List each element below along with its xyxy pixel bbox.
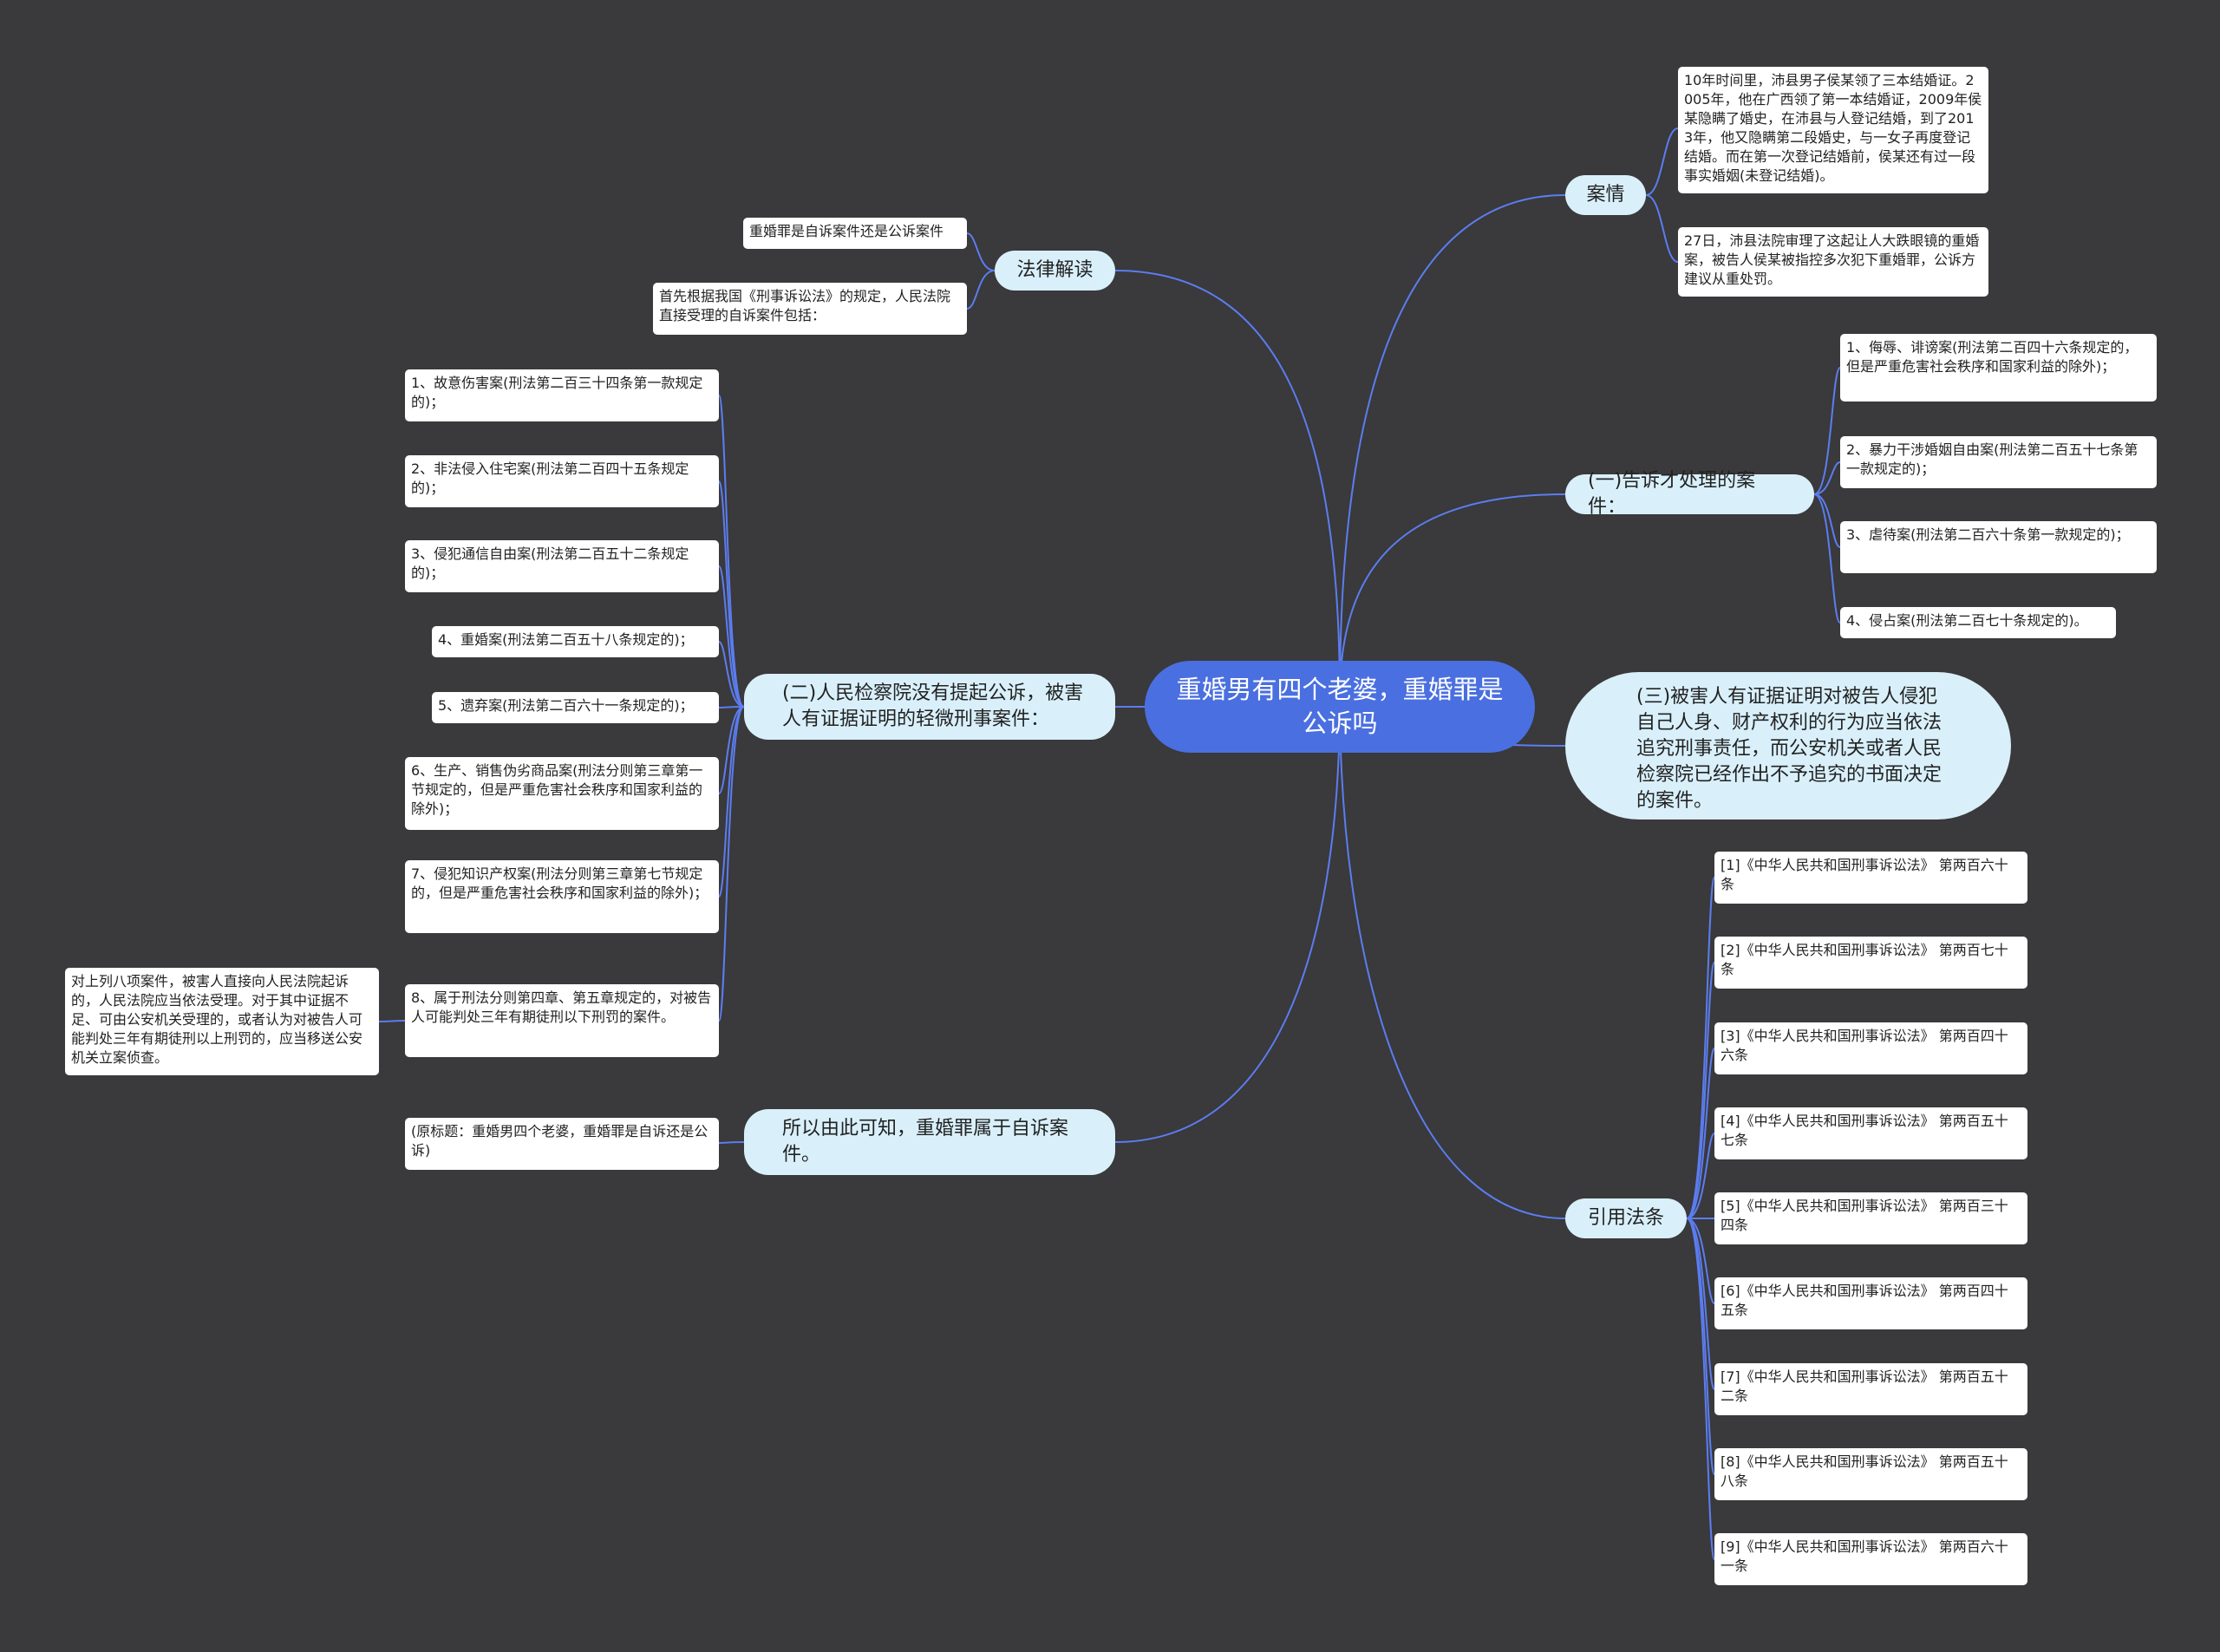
citation-leaf-3[interactable]: [3]《中华人民共和国刑事诉讼法》 第两百四十六条 [1714,1022,2027,1074]
complaint-leaf-1-text: 1、侮辱、诽谤案(刑法第二百四十六条规定的，但是严重危害社会秩序和国家利益的除外… [1846,339,2138,375]
citation-leaf-4-text: [4]《中华人民共和国刑事诉讼法》 第两百五十七条 [1720,1113,2008,1148]
complaint-leaf-1[interactable]: 1、侮辱、诽谤案(刑法第二百四十六条规定的，但是严重危害社会秩序和国家利益的除外… [1840,334,2157,402]
citation-leaf-9[interactable]: [9]《中华人民共和国刑事诉讼法》 第两百六十一条 [1714,1533,2027,1585]
citation-leaf-5-text: [5]《中华人民共和国刑事诉讼法》 第两百三十四条 [1720,1198,2008,1233]
procuratorate-leaf-5[interactable]: 5、遗弃案(刑法第二百六十一条规定的)； [432,692,719,723]
complaint-leaf-3-text: 3、虐待案(刑法第二百六十条第一款规定的)； [1846,526,2130,543]
procuratorate-leaf-5-text: 5、遗弃案(刑法第二百六十一条规定的)； [438,697,694,714]
procuratorate-leaf-3-text: 3、侵犯通信自由案(刑法第二百五十二条规定的)； [411,545,689,581]
citation-leaf-9-text: [9]《中华人民共和国刑事诉讼法》 第两百六十一条 [1720,1538,2008,1574]
procuratorate-leaf-3[interactable]: 3、侵犯通信自由案(刑法第二百五十二条规定的)； [405,540,719,592]
citation-leaf-8-text: [8]《中华人民共和国刑事诉讼法》 第两百五十八条 [1720,1453,2008,1489]
procuratorate-note-text: 对上列八项案件，被害人直接向人民法院起诉的，人民法院应当依法受理。对于其中证据不… [71,973,363,1066]
procuratorate-leaf-1-text: 1、故意伤害案(刑法第二百三十四条第一款规定的)； [411,375,703,410]
complaint-leaf-2-text: 2、暴力干涉婚姻自由案(刑法第二百五十七条第一款规定的)； [1846,441,2138,477]
procuratorate-leaf-2-text: 2、非法侵入住宅案(刑法第二百四十五条规定的)； [411,460,689,496]
law-reading-leaf-2[interactable]: 首先根据我国《刑事诉讼法》的规定，人民法院直接受理的自诉案件包括： [653,283,967,335]
branch-law-reading[interactable]: 法律解读 [995,251,1115,291]
citation-leaf-5[interactable]: [5]《中华人民共和国刑事诉讼法》 第两百三十四条 [1714,1192,2027,1244]
procuratorate-leaf-6[interactable]: 6、生产、销售伪劣商品案(刑法分则第三章第一节规定的，但是严重危害社会秩序和国家… [405,757,719,830]
citation-leaf-2-text: [2]《中华人民共和国刑事诉讼法》 第两百七十条 [1720,942,2008,977]
citation-leaf-7-text: [7]《中华人民共和国刑事诉讼法》 第两百五十二条 [1720,1368,2008,1404]
branch-complaint-label: (一)告诉才处理的案件： [1588,470,1756,518]
citation-leaf-6-text: [6]《中华人民共和国刑事诉讼法》 第两百四十五条 [1720,1283,2008,1318]
citation-leaf-8[interactable]: [8]《中华人民共和国刑事诉讼法》 第两百五十八条 [1714,1448,2027,1500]
conclusion-leaf-1-text: (原标题：重婚男四个老婆，重婚罪是自诉还是公诉) [411,1123,708,1159]
root-topic[interactable]: 重婚男有四个老婆，重婚罪是公诉吗 [1145,661,1535,753]
procuratorate-leaf-6-text: 6、生产、销售伪劣商品案(刑法分则第三章第一节规定的，但是严重危害社会秩序和国家… [411,762,703,817]
citation-leaf-4[interactable]: [4]《中华人民共和国刑事诉讼法》 第两百五十七条 [1714,1107,2027,1159]
branch-case-label: 案情 [1586,184,1625,206]
branch-procuratorate[interactable]: (二)人民检察院没有提起公诉，被害人有证据证明的轻微刑事案件： [744,674,1115,740]
branch-evidence-label: (三)被害人有证据证明对被告人侵犯自己人身、财产权利的行为应当依法追究刑事责任，… [1636,686,1942,812]
complaint-leaf-2[interactable]: 2、暴力干涉婚姻自由案(刑法第二百五十七条第一款规定的)； [1840,436,2157,488]
case-leaf-2[interactable]: 27日，沛县法院审理了这起让人大跌眼镜的重婚案，被告人侯某被指控多次犯下重婚罪，… [1678,227,1988,297]
citation-leaf-7[interactable]: [7]《中华人民共和国刑事诉讼法》 第两百五十二条 [1714,1363,2027,1415]
procuratorate-leaf-1[interactable]: 1、故意伤害案(刑法第二百三十四条第一款规定的)； [405,369,719,421]
procuratorate-leaf-8[interactable]: 8、属于刑法分则第四章、第五章规定的，对被告人可能判处三年有期徒刑以下刑罚的案件… [405,984,719,1057]
procuratorate-leaf-4[interactable]: 4、重婚案(刑法第二百五十八条规定的)； [432,626,719,657]
procuratorate-note[interactable]: 对上列八项案件，被害人直接向人民法院起诉的，人民法院应当依法受理。对于其中证据不… [65,968,379,1075]
branch-evidence[interactable]: (三)被害人有证据证明对被告人侵犯自己人身、财产权利的行为应当依法追究刑事责任，… [1565,672,2011,819]
procuratorate-leaf-7[interactable]: 7、侵犯知识产权案(刑法分则第三章第七节规定的，但是严重危害社会秩序和国家利益的… [405,860,719,933]
complaint-leaf-4[interactable]: 4、侵占案(刑法第二百七十条规定的)。 [1840,607,2116,638]
branch-citations-label: 引用法条 [1587,1207,1664,1229]
root-title: 重婚男有四个老婆，重婚罪是公诉吗 [1176,675,1504,738]
conclusion-leaf-1[interactable]: (原标题：重婚男四个老婆，重婚罪是自诉还是公诉) [405,1118,719,1170]
citation-leaf-6[interactable]: [6]《中华人民共和国刑事诉讼法》 第两百四十五条 [1714,1277,2027,1329]
procuratorate-leaf-4-text: 4、重婚案(刑法第二百五十八条规定的)； [438,631,694,648]
branch-case[interactable]: 案情 [1565,175,1646,215]
citation-leaf-1-text: [1]《中华人民共和国刑事诉讼法》 第两百六十条 [1720,857,2008,892]
case-leaf-1-text: 10年时间里，沛县男子侯某领了三本结婚证。2005年，他在广西领了第一本结婚证，… [1684,72,1982,184]
procuratorate-leaf-2[interactable]: 2、非法侵入住宅案(刑法第二百四十五条规定的)； [405,455,719,507]
branch-conclusion-label: 所以由此可知，重婚罪属于自诉案件。 [782,1118,1069,1166]
branch-law-reading-label: 法律解读 [1016,259,1094,281]
citation-leaf-3-text: [3]《中华人民共和国刑事诉讼法》 第两百四十六条 [1720,1028,2008,1063]
law-reading-leaf-2-text: 首先根据我国《刑事诉讼法》的规定，人民法院直接受理的自诉案件包括： [659,288,951,323]
procuratorate-leaf-7-text: 7、侵犯知识产权案(刑法分则第三章第七节规定的，但是严重危害社会秩序和国家利益的… [411,865,708,901]
case-leaf-2-text: 27日，沛县法院审理了这起让人大跌眼镜的重婚案，被告人侯某被指控多次犯下重婚罪，… [1684,232,1980,287]
branch-conclusion[interactable]: 所以由此可知，重婚罪属于自诉案件。 [744,1109,1115,1175]
branch-citations[interactable]: 引用法条 [1565,1198,1687,1238]
branch-procuratorate-label: (二)人民检察院没有提起公诉，被害人有证据证明的轻微刑事案件： [782,682,1084,730]
case-leaf-1[interactable]: 10年时间里，沛县男子侯某领了三本结婚证。2005年，他在广西领了第一本结婚证，… [1678,67,1988,193]
branch-complaint[interactable]: (一)告诉才处理的案件： [1565,470,1814,518]
procuratorate-leaf-8-text: 8、属于刑法分则第四章、第五章规定的，对被告人可能判处三年有期徒刑以下刑罚的案件… [411,989,712,1025]
complaint-leaf-4-text: 4、侵占案(刑法第二百七十条规定的)。 [1846,612,2088,629]
citation-leaf-1[interactable]: [1]《中华人民共和国刑事诉讼法》 第两百六十条 [1714,852,2027,904]
citation-leaf-2[interactable]: [2]《中华人民共和国刑事诉讼法》 第两百七十条 [1714,937,2027,989]
complaint-leaf-3[interactable]: 3、虐待案(刑法第二百六十条第一款规定的)； [1840,521,2157,573]
law-reading-leaf-1-text: 重婚罪是自诉案件还是公诉案件 [749,223,944,239]
law-reading-leaf-1[interactable]: 重婚罪是自诉案件还是公诉案件 [743,218,967,249]
